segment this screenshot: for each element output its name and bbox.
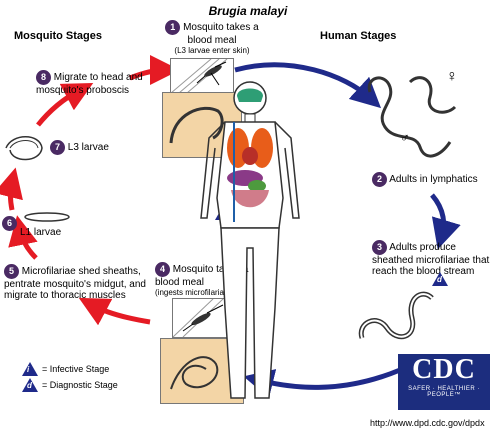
stage-4-number: 4 [155, 262, 170, 277]
stage-8: 8 Migrate to head and mosquito's probosc… [36, 70, 156, 96]
larva-icon [169, 106, 224, 144]
legend-diagnostic: d = Diagnostic Stage [22, 378, 118, 392]
cdc-logo-text: CDC [412, 354, 476, 385]
l1-larvae-drawing [22, 210, 72, 224]
arrow-5-to-6 [8, 215, 38, 260]
stage-6-text: L1 larvae [20, 227, 62, 238]
mosquito-feeding-panel-1 [170, 58, 234, 94]
stage-7-number: 7 [50, 140, 65, 155]
stage-3-number: 3 [372, 240, 387, 255]
human-stages-heading: Human Stages [320, 30, 397, 42]
cdc-url[interactable]: http://www.dpd.cdc.gov/dpdx [370, 418, 485, 428]
stage-4-text: Mosquito takes a blood meal [155, 264, 249, 288]
mosquito-feeding-panel-4 [172, 298, 232, 338]
stage-5-text: Microfilariae shed sheaths, pentrate mos… [4, 266, 146, 301]
stage-1-subtext: (L3 larvae enter skin) [174, 46, 250, 55]
arrow-7-to-8 [36, 82, 94, 127]
arrow-2-to-3 [430, 193, 461, 250]
stage-4: 4 Mosquito takes a blood meal (ingests m… [155, 262, 270, 297]
stage-1-text: Mosquito takes a blood meal [183, 22, 259, 46]
diagnostic-legend-icon: d [22, 378, 38, 392]
stage-6-number: 6 [2, 216, 17, 231]
stage-6: 6 [2, 216, 17, 231]
mosquito-stages-heading: Mosquito Stages [14, 30, 103, 42]
adult-worms-drawing [360, 72, 470, 167]
stage-2: 2 Adults in lymphatics [372, 172, 478, 187]
stage-4-subtext: (ingests microfilariae) [155, 288, 232, 297]
legend-infective: i = Infective Stage [22, 362, 109, 376]
stage-7: 7 L3 larvae [50, 140, 109, 155]
stage-8-number: 8 [36, 70, 51, 85]
stage-2-text: Adults in lymphatics [389, 174, 478, 185]
stage-3-text: Adults produce sheathed microfilariae th… [372, 242, 490, 277]
arrow-4-to-5 [78, 297, 151, 326]
female-symbol: ♀ [446, 68, 458, 85]
legend-infective-text: = Infective Stage [42, 364, 110, 374]
cdc-tagline: SAFER · HEALTHIER · PEOPLE™ [408, 386, 480, 398]
arrow-8-to-1 [129, 55, 180, 86]
mosquito-icon [170, 58, 228, 94]
human-body-figure [200, 81, 300, 399]
stage-1: 1 Mosquito takes a blood meal (L3 larvae… [152, 20, 272, 55]
sheathed-microfilaria-drawing [352, 278, 442, 358]
stage-5-number: 5 [4, 264, 19, 279]
stage-3: 3 Adults produce sheathed microfilariae … [372, 240, 494, 277]
arrow-6-to-7 [0, 167, 23, 211]
l3-larvae-drawing [2, 128, 47, 168]
cdc-logo: CDC SAFER · HEALTHIER · PEOPLE™ [398, 354, 490, 410]
stage-8-text: Migrate to head and mosquito's proboscis [36, 72, 143, 96]
male-symbol: ♂ [400, 130, 410, 145]
stage-5: 5 Microfilariae shed sheaths, pentrate m… [4, 264, 164, 301]
diagram-title: Brugia malayi [208, 4, 288, 18]
arrow-1-to-2 [234, 62, 382, 109]
infective-legend-icon: i [22, 362, 38, 376]
microfilaria-icon [170, 356, 219, 390]
mosquito-icon-2 [172, 298, 224, 338]
legend-diagnostic-text: = Diagnostic Stage [42, 380, 118, 390]
stage-1-number: 1 [165, 20, 181, 35]
stage-7-text: L3 larvae [67, 142, 109, 153]
diagnostic-stage-badge: d [432, 272, 448, 286]
stage-2-number: 2 [372, 172, 387, 187]
